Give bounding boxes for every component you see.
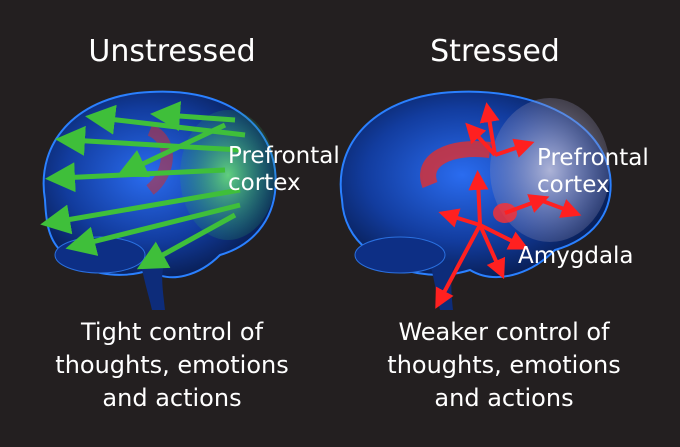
unstressed-title: Unstressed — [88, 34, 256, 69]
caption-line: Weaker control of — [398, 318, 610, 346]
stress-arrows — [435, 102, 582, 309]
label-line: Prefrontal — [537, 145, 649, 171]
unstressed-brain — [40, 90, 277, 310]
amygdala-label: Amygdala — [518, 243, 634, 269]
stressed-title: Stressed — [430, 34, 560, 69]
unstressed-caption: Tight control of thoughts, emotions and … — [12, 316, 332, 415]
right-prefrontal-label: Prefrontal cortex — [537, 145, 649, 199]
stressed-caption: Weaker control of thoughts, emotions and… — [344, 316, 664, 415]
caption-line: thoughts, emotions — [387, 351, 621, 379]
label-line: cortex — [537, 172, 610, 198]
caption-line: Tight control of — [80, 318, 264, 346]
label-line: cortex — [228, 170, 301, 196]
label-line: Prefrontal — [228, 143, 340, 169]
stressed-brain — [339, 90, 612, 310]
caption-line: and actions — [434, 384, 574, 412]
control-arrows — [40, 101, 246, 270]
caption-line: and actions — [102, 384, 242, 412]
caption-line: thoughts, emotions — [55, 351, 289, 379]
left-prefrontal-label: Prefrontal cortex — [228, 143, 340, 197]
